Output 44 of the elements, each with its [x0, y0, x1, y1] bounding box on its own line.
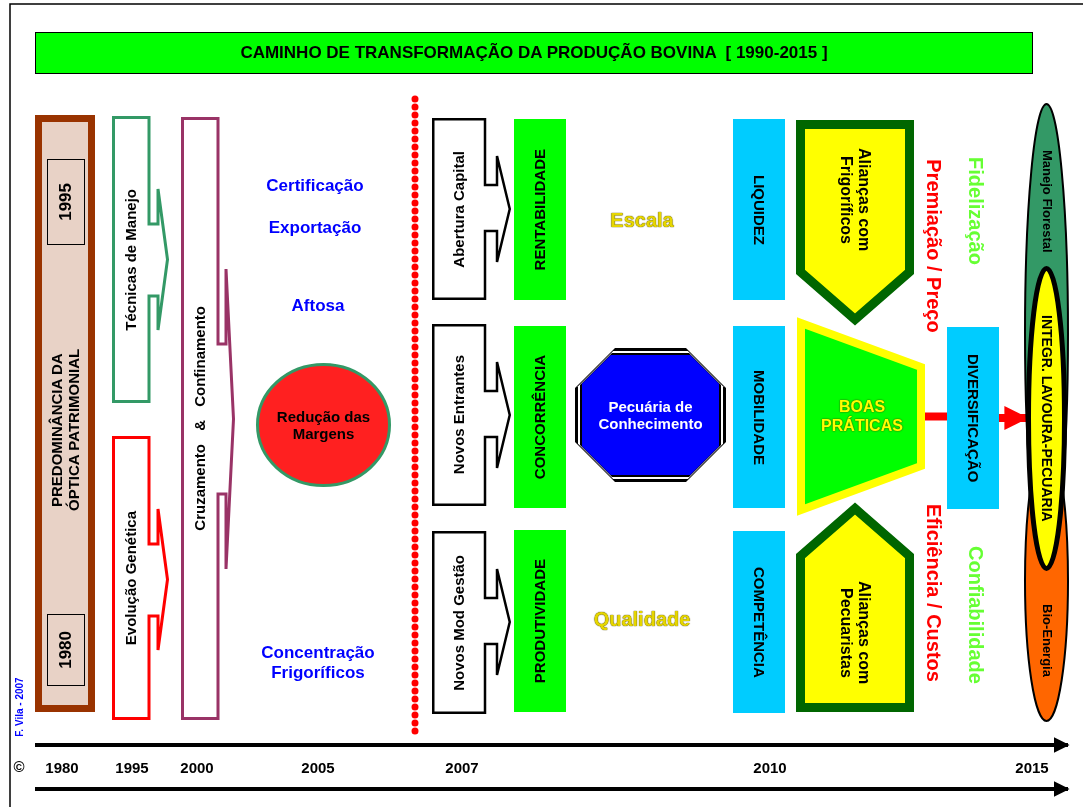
- year-label: 2007: [445, 759, 479, 777]
- node-label: Novos Entrantes: [449, 355, 468, 475]
- annotation: Premiação / Preço: [922, 159, 946, 333]
- node-label: Cruzamento & Confinamento: [190, 306, 209, 531]
- node-label: Abertura Capital: [449, 150, 468, 268]
- node-label: Manejo Florestal: [1039, 149, 1054, 253]
- annotation: Qualidade: [593, 607, 691, 631]
- annotation: Certificação: [266, 175, 364, 197]
- node-label: Alianças com Frigoríficos: [837, 147, 874, 254]
- year-label: 2000: [180, 759, 214, 777]
- node-label: BOAS PRÁTICAS: [820, 398, 904, 435]
- node-label: CONCORRÊNCIA: [531, 354, 549, 480]
- copyright-symbol: ©: [13, 758, 25, 776]
- annotation: Aftosa: [291, 295, 345, 317]
- annotation: Concentração Frigoríficos: [260, 642, 376, 684]
- year-label: 2005: [301, 759, 335, 777]
- node-label: PRODUTIVIDADE: [531, 558, 549, 684]
- annotation: Exportação: [268, 217, 362, 239]
- annotation: Confiabilidade: [964, 546, 988, 684]
- node-label: 1995: [56, 183, 76, 221]
- annotation: Fidelização: [964, 157, 988, 265]
- node-label: COMPETÊNCIA: [750, 566, 768, 678]
- node-label: MOBILIDADE: [750, 369, 768, 465]
- node-label: 1980: [56, 631, 76, 669]
- annotation: Escala: [610, 208, 674, 232]
- node-label: Pecuária de Conhecimento: [597, 397, 704, 433]
- annotation: Eficiência / Custos: [922, 504, 946, 682]
- node-label: PREDOMINÂNCIA DA ÓPTICA PATRIMONIAL: [47, 347, 83, 514]
- author-credit: F. Vila - 2007: [14, 677, 26, 737]
- node-label: Novos Mod Gestão: [449, 554, 468, 691]
- node-label: Alianças com Pecuaristas: [837, 580, 874, 687]
- node-label: LIQUIDEZ: [750, 174, 768, 245]
- year-label: 2010: [753, 759, 787, 777]
- node-label: Redução das Margens: [275, 407, 372, 443]
- node-label: Evolução Genética: [121, 510, 140, 646]
- node-label: RENTABILIDADE: [531, 148, 549, 271]
- node-label: DIVERSIFICAÇÃO: [964, 353, 982, 483]
- node-label: Técnicas de Manejo: [121, 188, 140, 331]
- node-label: INTEGR. LAVOURA-PECUARIA: [1038, 315, 1055, 522]
- year-label: 1980: [45, 759, 79, 777]
- title-banner: CAMINHO DE TRANSFORMAÇÃO DA PRODUÇÃO BOVINA [ 1990-2015 ]: [35, 32, 1033, 74]
- year-label: 2015: [1015, 759, 1049, 777]
- year-label: 1995: [115, 759, 149, 777]
- node-label: Bio-Energia: [1039, 603, 1054, 677]
